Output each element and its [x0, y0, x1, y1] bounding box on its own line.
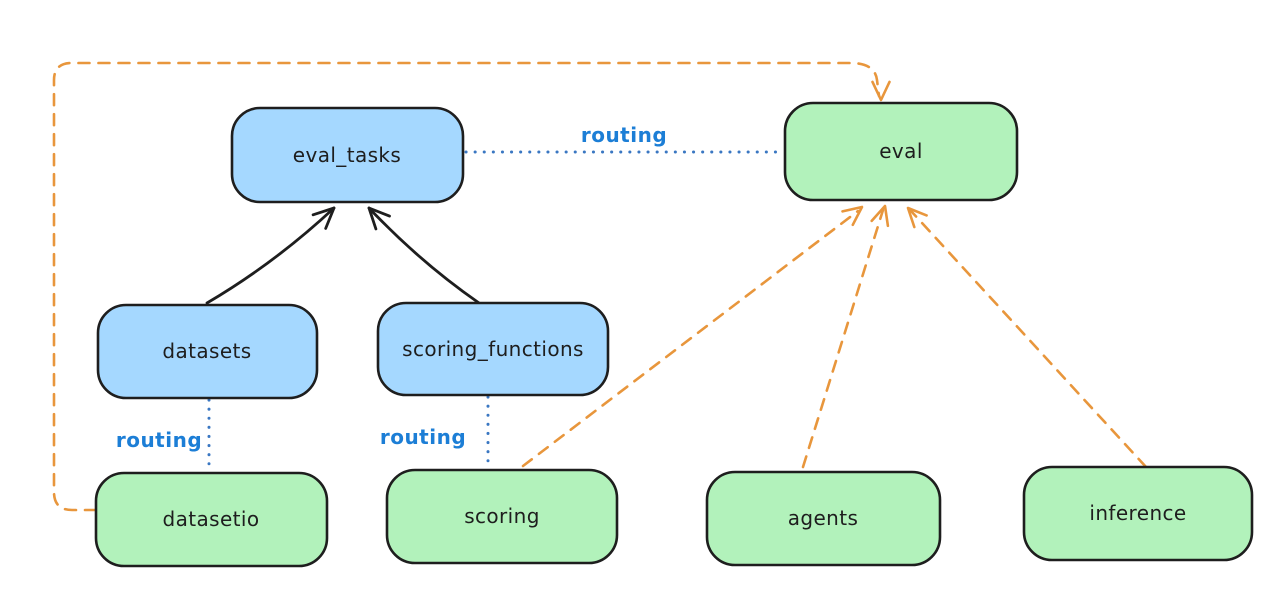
node-scoring: scoring [385, 468, 619, 565]
node-label: eval [879, 139, 923, 163]
node-agents: agents [705, 470, 942, 567]
node-label: eval_tasks [293, 143, 401, 167]
edge-scoring-to-eval [521, 205, 864, 468]
dashed-line [521, 209, 860, 468]
routing-label-datasets-datasetio: routing [116, 428, 202, 452]
node-label: scoring [464, 504, 540, 528]
arrowhead-icon [871, 80, 891, 102]
arrowhead-icon [841, 205, 864, 227]
arrowhead-icon [906, 206, 928, 229]
edge-agents-to-eval [801, 204, 890, 469]
node-label: scoring_functions [402, 337, 584, 361]
node-box [1022, 465, 1254, 562]
arrowhead-icon [311, 206, 336, 230]
node-label: datasetio [162, 507, 259, 531]
edges-layer: routing routing routing [52, 61, 1148, 512]
dashed-line [801, 208, 885, 469]
node-label: datasets [162, 339, 251, 363]
node-datasets: datasets [96, 303, 319, 400]
edge-datasets-to-eval-tasks [205, 206, 336, 305]
node-eval-tasks: eval_tasks [230, 106, 465, 204]
node-scoring-functions: scoring_functions [376, 301, 610, 397]
node-label: agents [788, 506, 859, 530]
node-box [385, 468, 619, 565]
routing-label-scoring-functions-scoring: routing [380, 425, 466, 449]
node-box [96, 303, 319, 400]
node-datasetio: datasetio [94, 471, 329, 568]
node-inference: inference [1022, 465, 1254, 562]
node-box [94, 471, 329, 568]
node-label: inference [1089, 501, 1186, 525]
edge-inference-to-eval [906, 206, 1148, 469]
solid-arrow-line [367, 206, 481, 305]
dashed-loop-line [52, 61, 881, 512]
arrowhead-icon [367, 206, 391, 231]
routing-label-eval-tasks-eval: routing [581, 123, 667, 147]
node-box [376, 301, 610, 397]
node-box [783, 101, 1019, 202]
node-eval: eval [783, 101, 1019, 202]
edge-datasetio-to-eval-loop [52, 61, 891, 512]
arrowhead-icon [870, 204, 890, 228]
edge-scoring-functions-to-eval-tasks [367, 206, 481, 305]
node-box [230, 106, 465, 204]
dashed-line [909, 209, 1148, 469]
node-box [705, 470, 942, 567]
solid-arrow-line [205, 206, 336, 305]
nodes-layer: eval_tasks eval datasets scoring_functio… [94, 101, 1254, 568]
